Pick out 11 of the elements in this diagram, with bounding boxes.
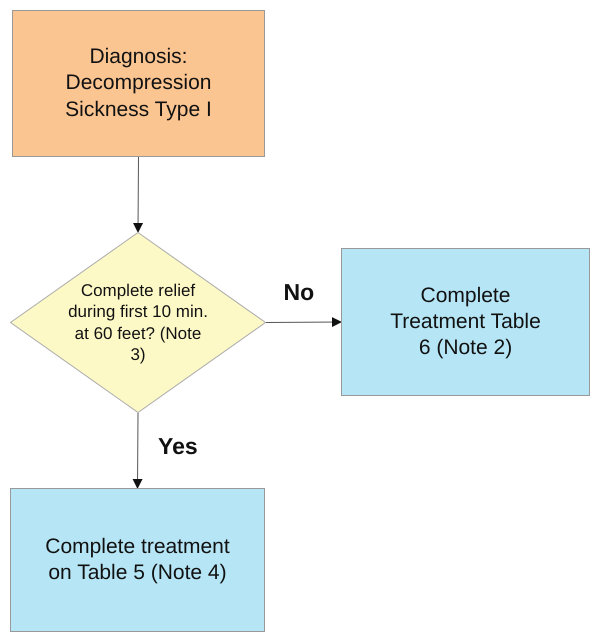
- arrow: [266, 317, 342, 328]
- node-text: Diagnosis: Decompression Sickness Type I: [64, 44, 213, 123]
- node-text: Complete Treatment Table 6 (Note 2): [389, 282, 542, 362]
- process-box: [341, 248, 590, 396]
- node-text: Complete relief during first 10 min. at 60 feet? (Note 3): [67, 280, 209, 365]
- process-box: [10, 488, 265, 632]
- node-text: Complete treatment on Table 5 (Note 4): [44, 534, 231, 586]
- arrow: [133, 156, 144, 233]
- arrow: [132, 412, 143, 489]
- process-box: [12, 10, 265, 157]
- decision-diamond: [10, 232, 266, 413]
